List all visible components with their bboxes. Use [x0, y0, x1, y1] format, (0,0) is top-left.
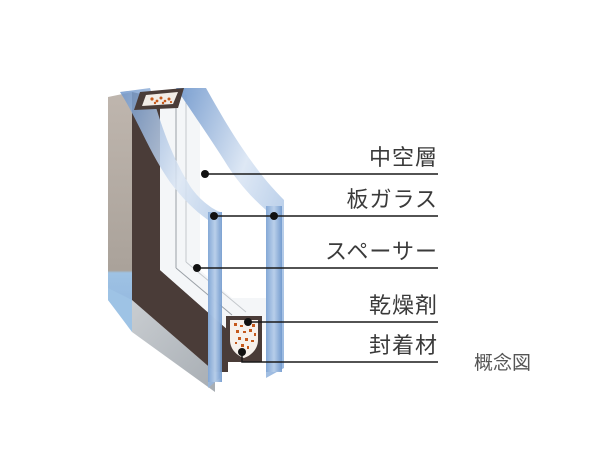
- label-glass-pane: 板ガラス: [346, 188, 438, 213]
- callout-dots: [193, 170, 278, 356]
- caption-conceptual-diagram: 概念図: [474, 352, 532, 374]
- dot-desiccant: [244, 318, 252, 326]
- label-hollow-layer: 中空層: [368, 146, 438, 171]
- label-desiccant: 乾燥剤: [368, 294, 438, 319]
- dot-glass-back: [270, 212, 278, 220]
- frame-dark-face: [132, 92, 228, 372]
- dot-hollow-layer: [201, 170, 209, 178]
- frame-side-face: [108, 92, 132, 332]
- glass-pane-front-edge: [208, 212, 222, 382]
- bottom-cutaway: [226, 316, 262, 362]
- top-cutaway: [134, 88, 184, 110]
- dot-spacer: [193, 264, 201, 272]
- label-spacer: スペーサー: [324, 240, 438, 265]
- dot-glass-front: [210, 212, 218, 220]
- frame-bottom-face: [132, 300, 215, 392]
- dot-sealant: [238, 348, 246, 356]
- glass-pane-back-edge: [266, 206, 282, 372]
- label-sealant: 封着材: [368, 334, 438, 359]
